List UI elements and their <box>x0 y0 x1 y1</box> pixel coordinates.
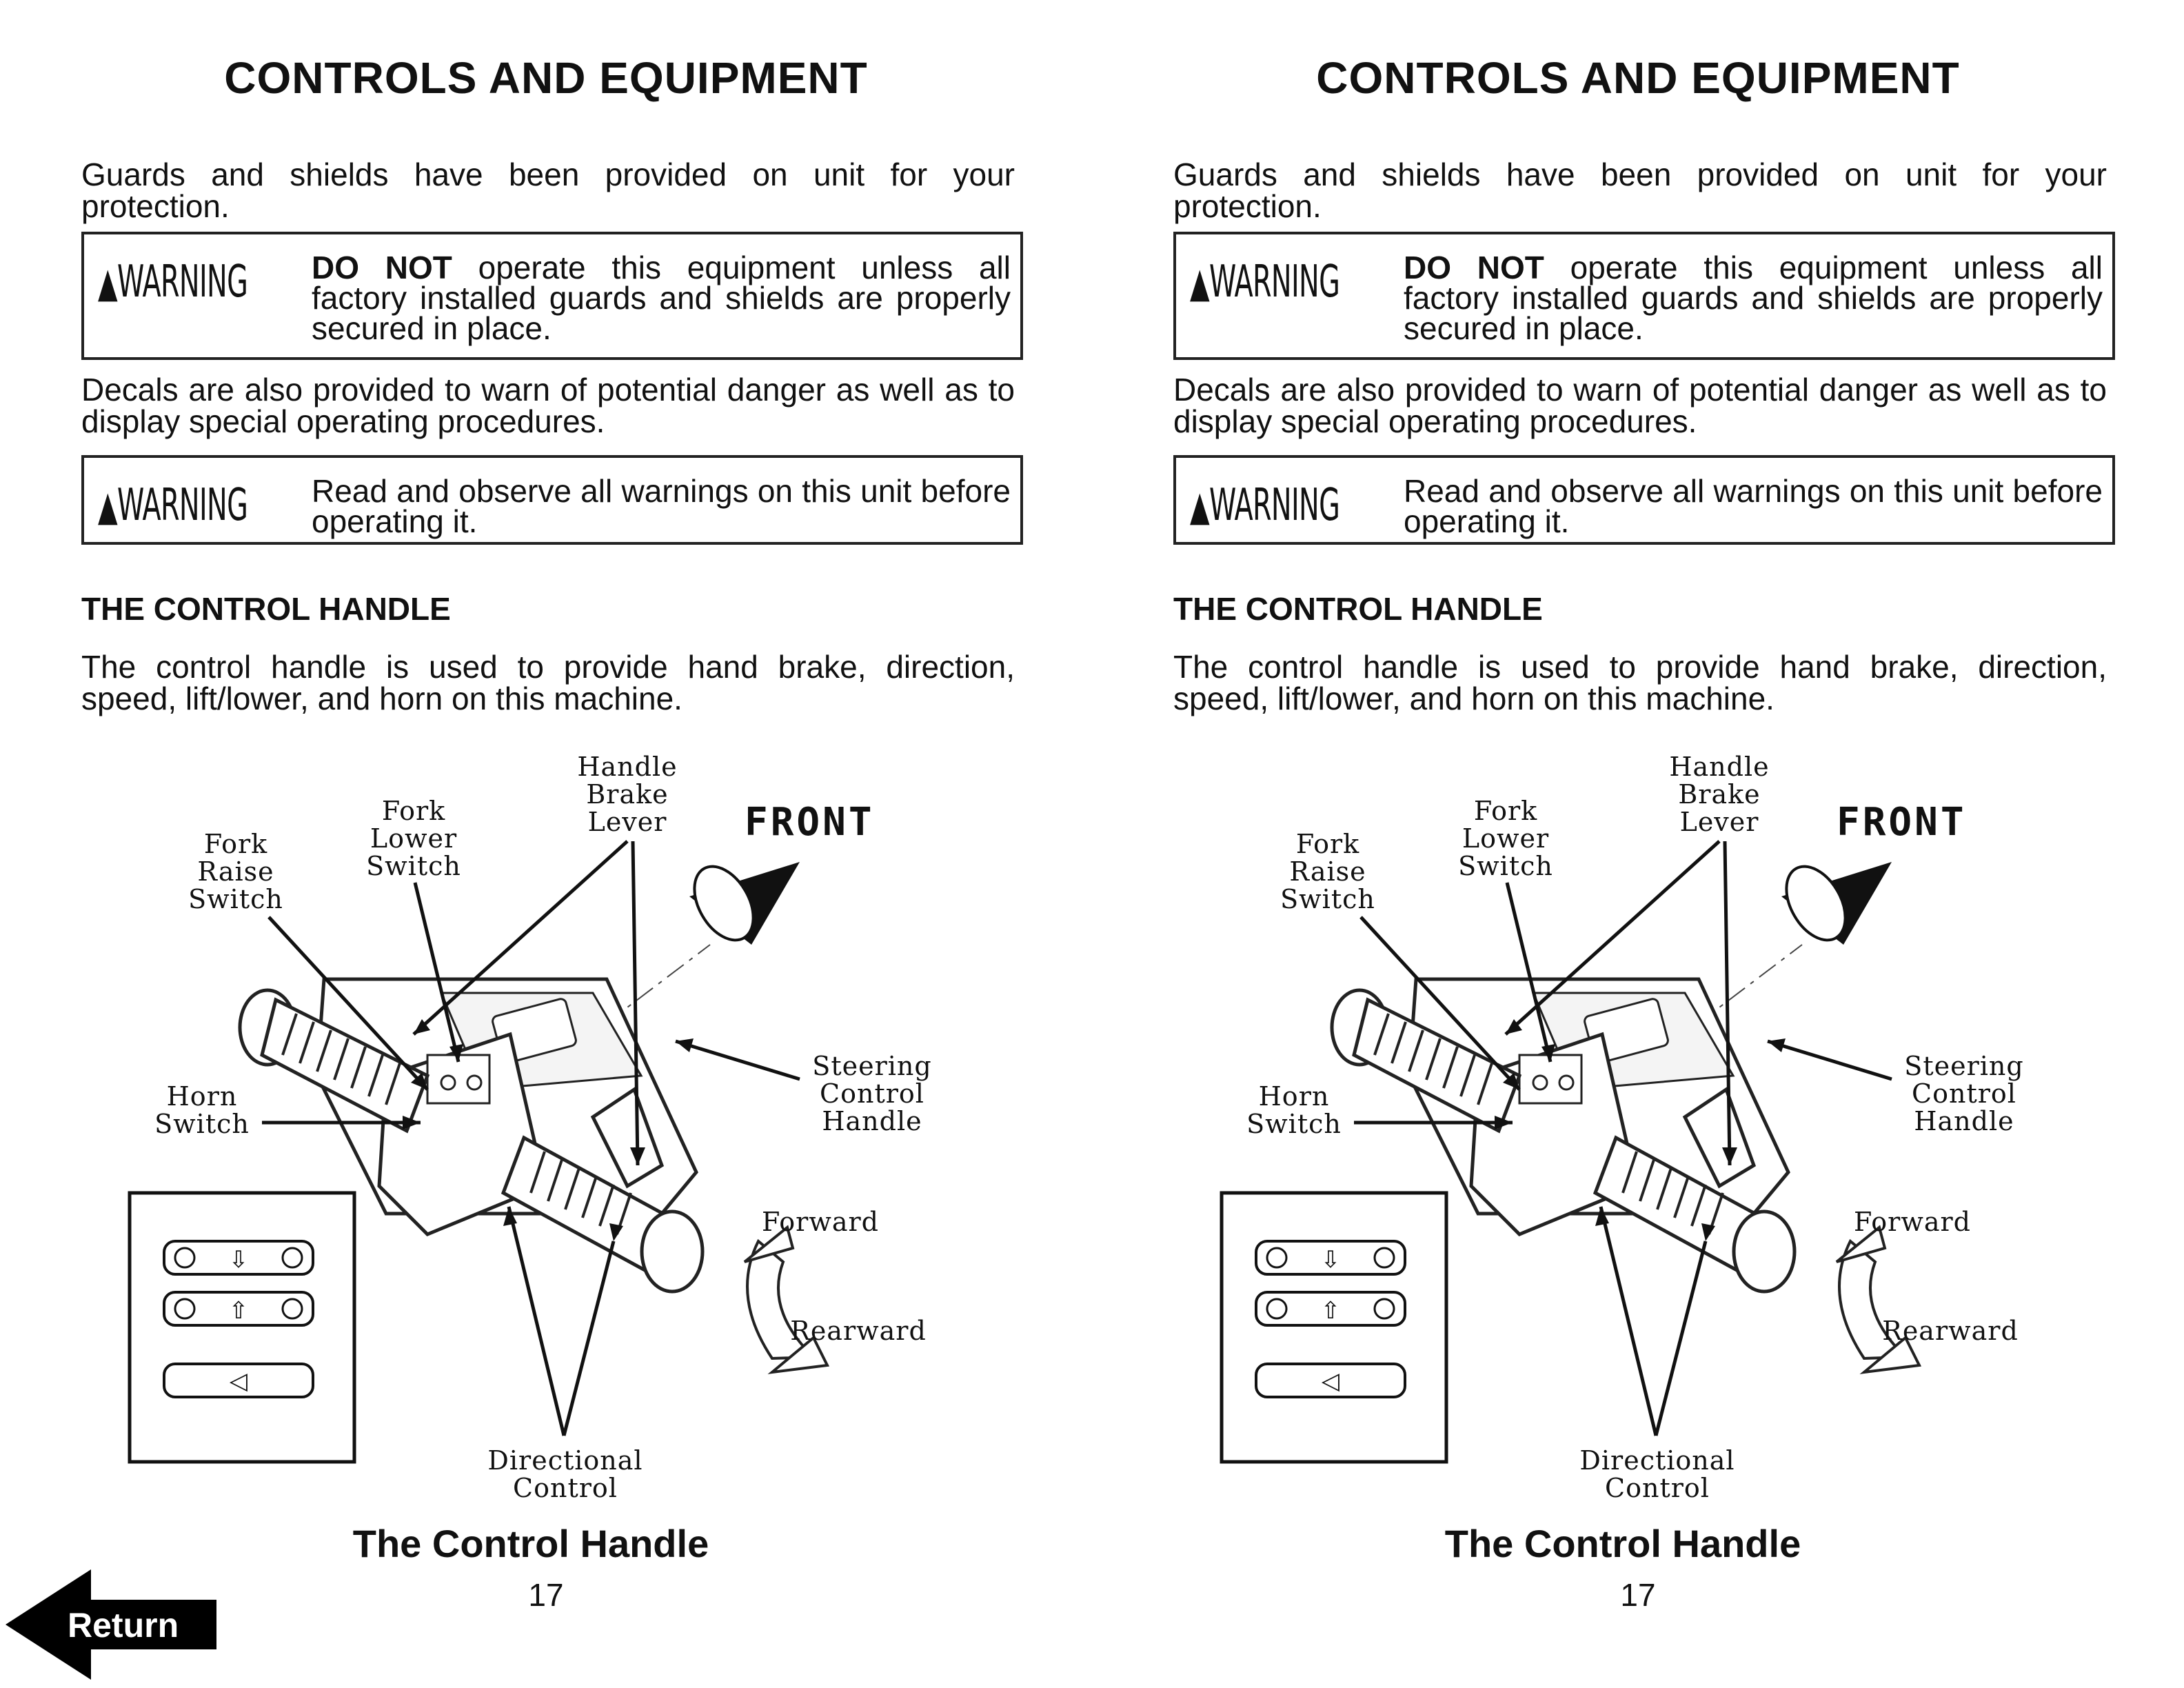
control-handle-intro: The control handle is used to provide ha… <box>81 649 1015 716</box>
figure-caption: The Control Handle <box>1444 1522 1801 1565</box>
right-grip <box>501 1135 705 1294</box>
figure-caption: The Control Handle <box>352 1522 709 1565</box>
control-handle-illustration: ⇩ ⇧ ◁ <box>1220 840 1922 1464</box>
return-arrow-icon <box>6 1569 216 1680</box>
warning-box-guards: ▲WARNING DO NOT operate this equipment u… <box>1173 232 2115 360</box>
page-number: 17 <box>528 1577 564 1613</box>
warning-label: ▲WARNING <box>1190 257 1340 308</box>
warning-triangle-icon: ▲ <box>98 259 118 307</box>
page-number: 17 <box>1620 1577 1656 1613</box>
front-label: FRONT <box>1837 800 1967 845</box>
front-cone-icon <box>1781 862 1892 945</box>
page-title: CONTROLS AND EQUIPMENT <box>224 53 868 103</box>
decals-paragraph: Decals are also provided to warn of pote… <box>1173 372 2107 439</box>
warning-box-guards: ▲WARNING DO NOT operate this equipment u… <box>81 232 1023 360</box>
forward-rearward-arrow-icon <box>1835 1225 1922 1374</box>
warning-label: ▲WARNING <box>98 257 248 308</box>
control-handle-illustration: ⇩ ⇧ ◁ <box>128 840 830 1464</box>
fork-lower-icon: ⇩ <box>229 1246 249 1274</box>
forward-label: Forward <box>1853 1207 1971 1237</box>
right-grip <box>1593 1135 1797 1294</box>
fork-raise-icon: ⇧ <box>229 1297 249 1325</box>
front-cone-icon <box>689 862 800 945</box>
warning-box-decals: ▲WARNING Read and observe all warnings o… <box>1173 455 2115 545</box>
decals-paragraph: Decals are also provided to warn of pote… <box>81 372 1015 439</box>
warning-emphasis: DO NOT <box>1404 250 1544 285</box>
fork-lower-icon: ⇩ <box>1321 1246 1341 1274</box>
warning-box-decals: ▲WARNING Read and observe all warnings o… <box>81 455 1023 545</box>
control-handle-intro: The control handle is used to provide ha… <box>1173 649 2107 716</box>
control-handle-figure: ⇩ ⇧ ◁ <box>0 738 1092 1531</box>
forward-label: Forward <box>761 1207 879 1237</box>
warning-emphasis: DO NOT <box>312 250 452 285</box>
guards-paragraph: Guards and shields have been provided on… <box>1173 157 2107 224</box>
front-label: FRONT <box>745 800 875 845</box>
horn-icon: ◁ <box>230 1367 248 1395</box>
section-heading: THE CONTROL HANDLE <box>81 591 451 627</box>
switch-panel-inset: ⇩ ⇧ ◁ <box>128 1191 356 1464</box>
warning-text: Read and observe all warnings on this un… <box>1404 473 2103 539</box>
left-grip <box>238 988 430 1134</box>
warning-text: Read and observe all warnings on this un… <box>312 473 1011 539</box>
rearward-label: Rearward <box>790 1316 927 1346</box>
control-handle-figure: ⇩ ⇧ ◁ <box>1092 738 2184 1531</box>
guards-paragraph: Guards and shields have been provided on… <box>81 157 1015 224</box>
switch-panel-inset: ⇩ ⇧ ◁ <box>1220 1191 1448 1464</box>
rearward-label: Rearward <box>1882 1316 2019 1346</box>
page-title: CONTROLS AND EQUIPMENT <box>1316 53 1960 103</box>
fork-raise-icon: ⇧ <box>1321 1297 1341 1325</box>
warning-label: ▲WARNING <box>1190 480 1340 531</box>
manual-page-right: CONTROLS AND EQUIPMENT Guards and shield… <box>1092 0 2184 1688</box>
warning-text: DO NOT operate this equipment unless all… <box>1404 250 2103 346</box>
manual-page-left: CONTROLS AND EQUIPMENT Guards and shield… <box>0 53 1092 1613</box>
warning-triangle-icon: ▲ <box>1190 259 1210 307</box>
horn-icon: ◁ <box>1322 1367 1340 1395</box>
warning-label: ▲WARNING <box>98 480 248 531</box>
warning-triangle-icon: ▲ <box>1190 482 1210 530</box>
left-grip <box>1330 988 1522 1134</box>
return-button[interactable]: Return <box>6 1569 219 1680</box>
section-heading: THE CONTROL HANDLE <box>1173 591 1543 627</box>
warning-text: DO NOT operate this equipment unless all… <box>312 250 1011 346</box>
warning-triangle-icon: ▲ <box>98 482 118 530</box>
forward-rearward-arrow-icon <box>743 1225 830 1374</box>
return-label: Return <box>68 1606 179 1645</box>
